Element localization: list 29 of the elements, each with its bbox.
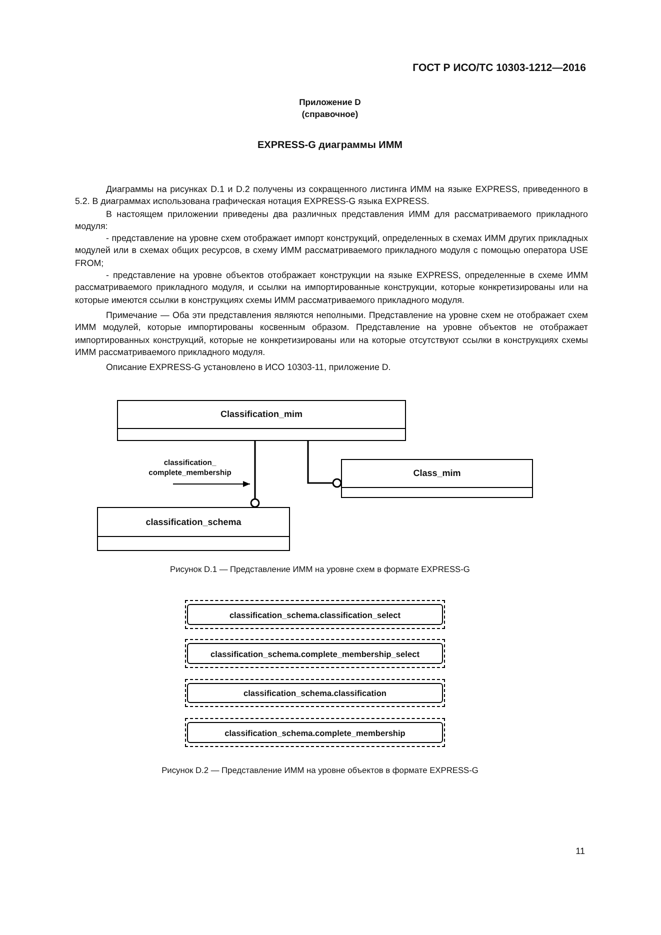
figure-caption: Рисунок D.1 — Представление ИММ на уровне схем в формате EXPRESS-G xyxy=(169,563,471,576)
page-number: 11 xyxy=(574,845,585,858)
document-number: ГОСТ Р ИСО/ТС 10303-1212—2016 xyxy=(412,62,586,74)
figure-caption: Рисунок D.2 — Представление ИММ на уровне объектов в формате EXPRESS-G xyxy=(160,764,480,776)
reference-box xyxy=(185,679,445,707)
appendix-subheading: (справочное) xyxy=(300,108,360,120)
note-paragraph: Примечание — Оба эти представления являются неполными. Представление на уровне схем не отображает схем ИММ модулей, которые импортированы косвенным образом. Представление на уровне объектов не отображает импортированных конструкций, которые не конкретизированы или на которые отсутствуют ссылки в конструкциях схемы ИММ рассматриваемого прикладного модуля. xyxy=(75,308,588,358)
paragraph: Описание EXPRESS-G установлено в ИСО 10303-11, приложение D. xyxy=(105,361,392,374)
paragraph: Диаграммы на рисунках D.1 и D.2 получены из сокращенного листинга ИММ на языке EXPRESS, приведенного в 5.2. В диаграммах использована графическая нотация EXPRESS-G языка EXPRESS. xyxy=(75,183,588,208)
reference-box xyxy=(185,639,445,668)
paragraph: В настоящем приложении приведены два различных представления ИММ для рассматриваемого прикладного модуля: xyxy=(75,208,588,232)
entity-box xyxy=(97,507,290,551)
relationship-line xyxy=(250,441,260,508)
reference-box xyxy=(185,718,445,747)
reference-box xyxy=(185,600,445,629)
appendix-heading: Приложение D xyxy=(298,96,362,108)
entity-name: Classification_mim xyxy=(219,408,304,421)
reference-name: classification_schema.complete_membership xyxy=(224,726,406,740)
entity-box xyxy=(341,459,533,498)
list-item: - представление на уровне схем отображает импорт конструкций, определенных в схемах ИММ других прикладных модулей или в схемах общих ресурсов, в схему ИММ рассматриваемого прикладного модуля с помощью оператора USE FROM; xyxy=(75,232,588,270)
section-title: EXPRESS-G диаграммы ИММ xyxy=(256,140,404,152)
entity-box xyxy=(117,400,406,441)
relationship-line xyxy=(307,441,342,488)
entity-name: Class_mim xyxy=(412,467,462,480)
reference-name: classification_schema.classification_select xyxy=(228,608,402,622)
entity-name: classification_schema xyxy=(144,516,242,529)
reference-name: classification_schema.classification xyxy=(242,687,388,700)
list-item: - представление на уровне объектов отображает конструкции на языке EXPRESS, определенные в схеме ИММ рассматриваемого прикладного модуля, и ссылки на импортированные конструкции, которые конкретизированы или на которые имеются ссылки в конструкциях схемы ИММ рассматриваемого прикладного модуля. xyxy=(75,269,588,306)
reference-name: classification_schema.complete_membership_select xyxy=(210,648,420,661)
